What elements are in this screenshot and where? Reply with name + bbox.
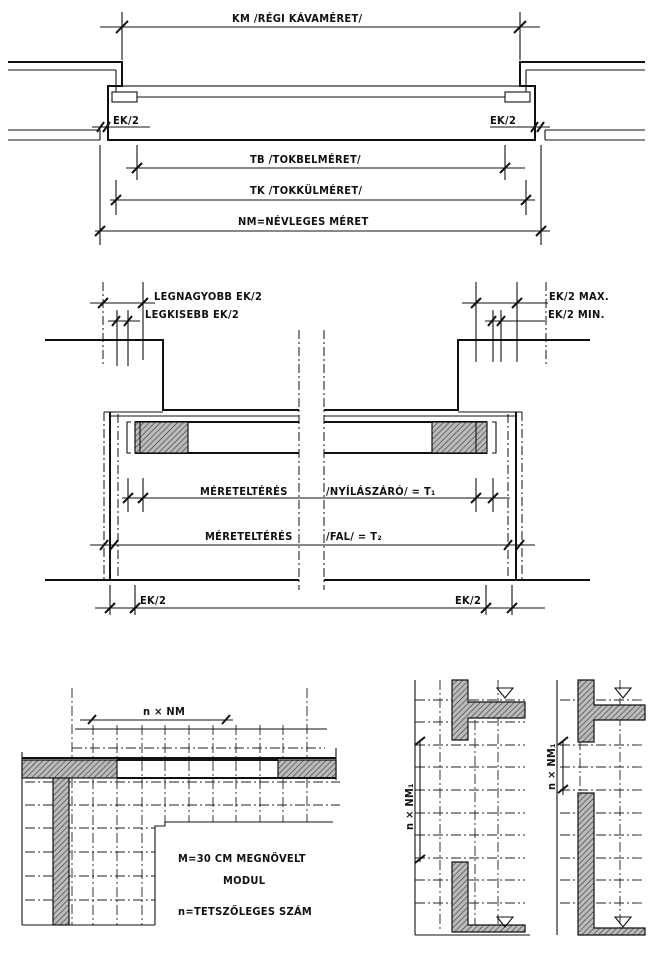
deviation-sash-suffix: /NYÍLÁSZÁRÓ/ = T₁ xyxy=(326,485,436,498)
middle-section: LEGNAGYOBB EK/2 LEGKISEBB EK/2 EK/2 MAX.… xyxy=(45,282,609,615)
wall-floor-junction xyxy=(577,792,646,936)
ek-bottom-right-label: EK/2 xyxy=(455,594,481,607)
largest-ek-label: LEGNAGYOBB EK/2 xyxy=(154,290,262,303)
tb-label: TB /TOKBELMÉRET/ xyxy=(250,153,361,166)
wall-floor-junction xyxy=(451,861,526,933)
sash-profile-right xyxy=(431,421,488,454)
tk-label: TK /TOKKÜLMÉRET/ xyxy=(250,183,362,197)
n-nm-label: n × NM xyxy=(143,705,185,718)
wall-segment xyxy=(21,759,118,779)
level-marker-icon xyxy=(495,916,515,928)
level-marker-icon xyxy=(495,687,515,699)
ek-right-label: EK/2 xyxy=(490,114,516,127)
ek-max-label: EK/2 MAX. xyxy=(549,290,609,303)
deviation-sash-label: MÉRETELTÉRÉS xyxy=(200,485,288,498)
sash-profile-left xyxy=(134,421,189,454)
smallest-ek-label: LEGKISEBB EK/2 xyxy=(145,308,239,321)
level-marker-icon xyxy=(613,687,633,699)
ek-min-label: EK/2 MIN. xyxy=(548,308,605,321)
ek-bottom-left-label: EK/2 xyxy=(140,594,166,607)
wall-floor-junction xyxy=(451,679,526,741)
deviation-wall-suffix: /FAL/ = T₂ xyxy=(326,530,382,543)
level-marker-icon xyxy=(613,916,633,928)
n-nm1-right-label: n × NM₁ xyxy=(545,743,558,790)
note-n: n=TETSZŐLEGES SZÁM xyxy=(178,904,312,918)
modular-grid-section: n × NM₁ n × NM₁ xyxy=(403,679,646,936)
nm-label: NM=NÉVLEGES MÉRET xyxy=(238,215,369,228)
note-module-2: MODUL xyxy=(223,874,266,887)
ek-left-label: EK/2 xyxy=(113,114,139,127)
modular-grid-plan: n × NM M=30 CM MEGNÖVELT MODUL n=TETSZŐL… xyxy=(21,688,340,926)
deviation-wall-label: MÉRETELTÉRÉS xyxy=(205,530,293,543)
wall-segment xyxy=(277,759,337,779)
top-section: KM /RÉGI KÁVAMÉRET/ EK/2 EK/2 TB /TOKBEL… xyxy=(8,12,645,245)
wall-segment xyxy=(52,777,70,926)
note-module: M=30 CM MEGNÖVELT xyxy=(178,851,306,865)
km-label: KM /RÉGI KÁVAMÉRET/ xyxy=(232,12,363,25)
wall-floor-junction xyxy=(577,679,646,743)
n-nm1-left-label: n × NM₁ xyxy=(403,783,416,830)
